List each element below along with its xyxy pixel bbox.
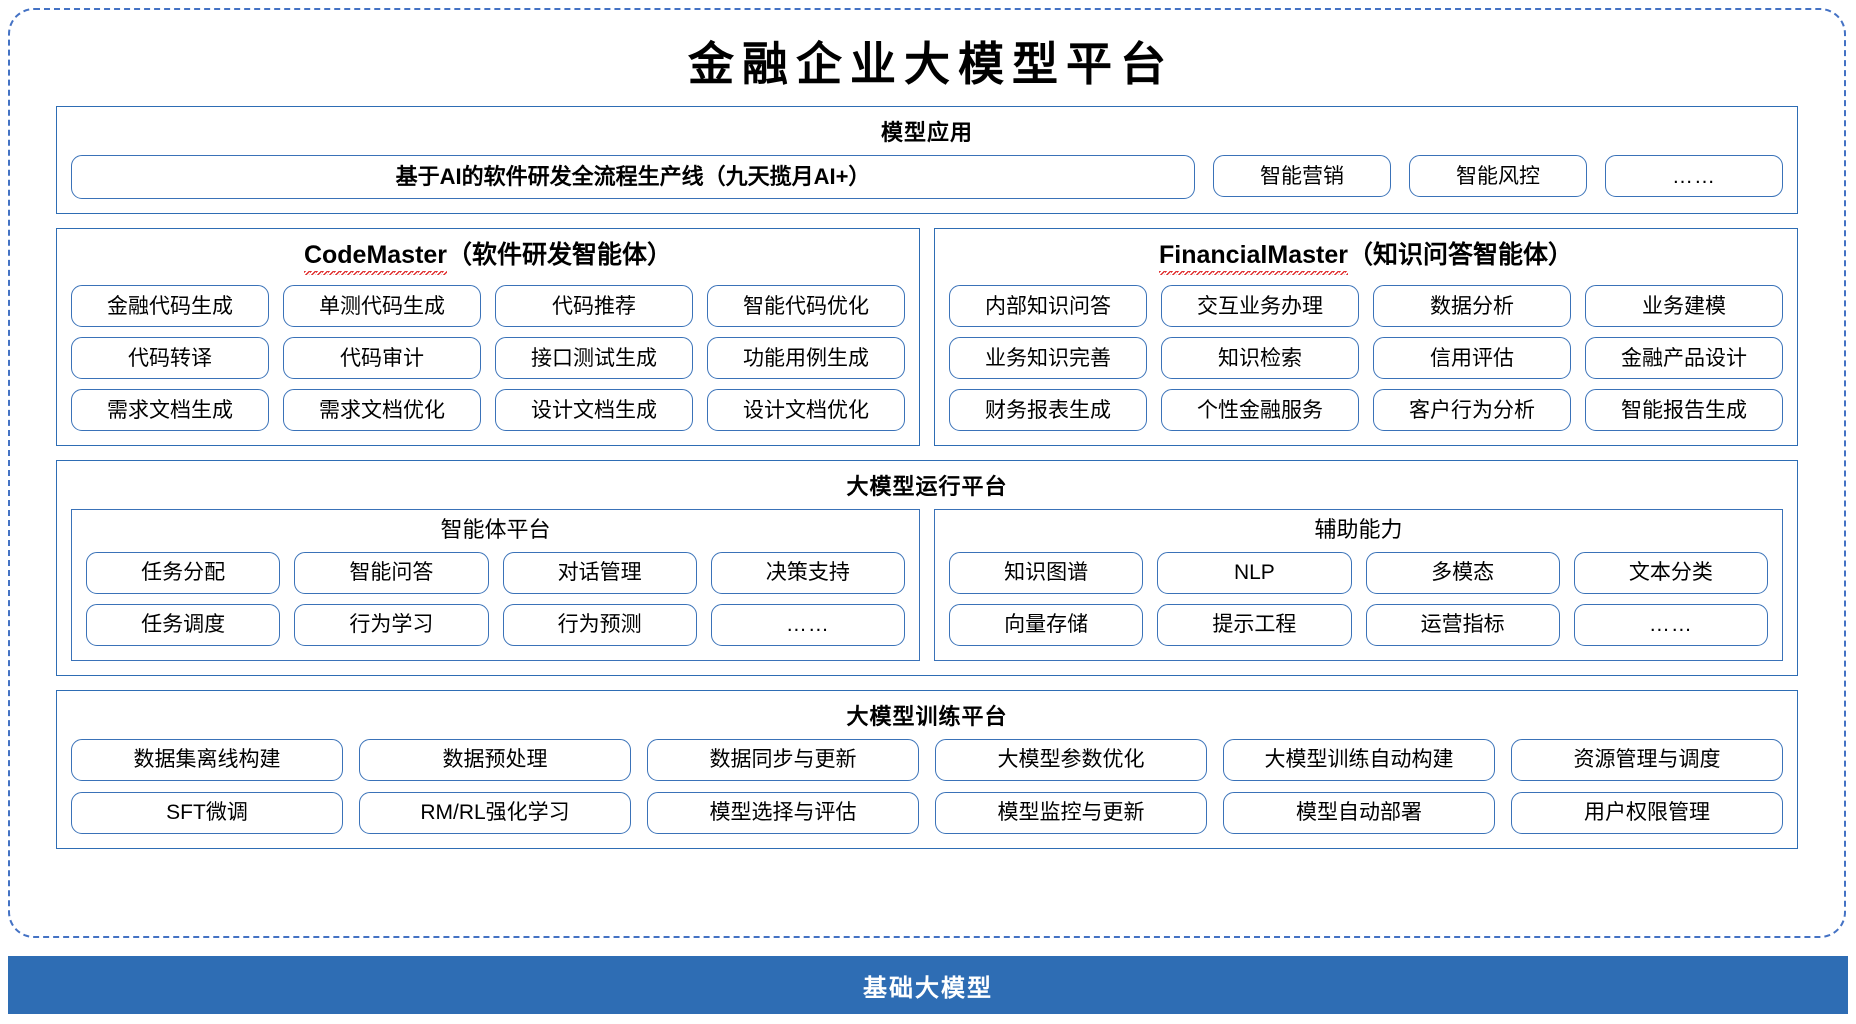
codemaster-item[interactable]: 智能代码优化 [707, 285, 905, 328]
auxiliary-item-more[interactable]: …… [1573, 603, 1768, 646]
codemaster-item[interactable]: 设计文档生成 [495, 389, 693, 432]
training-item[interactable]: 模型自动部署 [1223, 791, 1495, 834]
panel-financialmaster: FinancialMaster（知识问答智能体） 内部知识问答 交互业务办理 数… [934, 228, 1798, 447]
platform-outer-frame: 金融企业大模型平台 模型应用 基于AI的软件研发全流程生产线（九天揽月AI+） … [8, 8, 1846, 938]
financialmaster-item[interactable]: 业务建模 [1585, 285, 1783, 328]
panel-training-platform: 大模型训练平台 数据集离线构建 数据预处理 数据同步与更新 大模型参数优化 大模… [56, 689, 1798, 849]
codemaster-capability-grid: 金融代码生成 单测代码生成 代码推荐 智能代码优化 代码转译 代码审计 接口测试… [71, 285, 905, 432]
financialmaster-item[interactable]: 个性金融服务 [1161, 389, 1359, 432]
codemaster-item[interactable]: 功能用例生成 [707, 337, 905, 380]
agent-platform-grid: 任务分配 智能问答 对话管理 决策支持 任务调度 行为学习 行为预测 …… [86, 551, 905, 646]
agent-platform-item[interactable]: 智能问答 [294, 551, 489, 594]
training-item[interactable]: 模型选择与评估 [647, 791, 919, 834]
financialmaster-capability-grid: 内部知识问答 交互业务办理 数据分析 业务建模 业务知识完善 知识检索 信用评估… [949, 285, 1783, 432]
training-item[interactable]: 模型监控与更新 [935, 791, 1207, 834]
financialmaster-item[interactable]: 内部知识问答 [949, 285, 1147, 328]
subpanel-auxiliary-capability: 辅助能力 知识图谱 NLP 多模态 文本分类 向量存储 提示工程 运营指标 …… [934, 509, 1783, 661]
financialmaster-name-en: FinancialMaster [1159, 241, 1348, 276]
model-application-row: 基于AI的软件研发全流程生产线（九天揽月AI+） 智能营销 智能风控 …… [71, 155, 1783, 200]
auxiliary-item[interactable]: 知识图谱 [949, 551, 1144, 594]
codemaster-item[interactable]: 单测代码生成 [283, 285, 481, 328]
panel-codemaster: CodeMaster（软件研发智能体） 金融代码生成 单测代码生成 代码推荐 智… [56, 228, 920, 447]
codemaster-item[interactable]: 代码推荐 [495, 285, 693, 328]
financialmaster-item[interactable]: 客户行为分析 [1373, 389, 1571, 432]
page-title: 金融企业大模型平台 [688, 39, 1174, 90]
training-item[interactable]: 数据同步与更新 [647, 738, 919, 781]
auxiliary-item[interactable]: 多模态 [1365, 551, 1560, 594]
training-item[interactable]: 大模型参数优化 [935, 738, 1207, 781]
runtime-subgroups: 智能体平台 任务分配 智能问答 对话管理 决策支持 任务调度 行为学习 行为预测… [71, 509, 1783, 661]
auxiliary-capability-grid: 知识图谱 NLP 多模态 文本分类 向量存储 提示工程 运营指标 …… [949, 551, 1768, 646]
financialmaster-item[interactable]: 金融产品设计 [1585, 337, 1783, 380]
financialmaster-name-cn: （知识问答智能体） [1347, 241, 1573, 270]
training-item[interactable]: 数据集离线构建 [71, 738, 343, 781]
app-item-more[interactable]: …… [1605, 155, 1783, 198]
agent-platform-item[interactable]: 行为预测 [502, 603, 697, 646]
agent-platform-item[interactable]: 决策支持 [710, 551, 905, 594]
training-item[interactable]: 数据预处理 [359, 738, 631, 781]
training-item[interactable]: 用户权限管理 [1511, 791, 1783, 834]
panel-title-training-platform: 大模型训练平台 [846, 703, 1008, 729]
panel-title-financialmaster: FinancialMaster（知识问答智能体） [949, 241, 1783, 276]
codemaster-name-en: CodeMaster [303, 241, 448, 276]
auxiliary-item[interactable]: 运营指标 [1365, 603, 1560, 646]
financialmaster-item[interactable]: 交互业务办理 [1161, 285, 1359, 328]
training-platform-grid: 数据集离线构建 数据预处理 数据同步与更新 大模型参数优化 大模型训练自动构建 … [71, 738, 1783, 834]
codemaster-item[interactable]: 接口测试生成 [495, 337, 693, 380]
training-item[interactable]: 大模型训练自动构建 [1223, 738, 1495, 781]
codemaster-item[interactable]: 代码审计 [283, 337, 481, 380]
agent-platform-item[interactable]: 行为学习 [294, 603, 489, 646]
panel-title-runtime-platform: 大模型运行平台 [846, 474, 1008, 500]
financialmaster-item[interactable]: 业务知识完善 [949, 337, 1147, 380]
codemaster-item[interactable]: 设计文档优化 [707, 389, 905, 432]
financialmaster-item[interactable]: 信用评估 [1373, 337, 1571, 380]
agent-platform-item[interactable]: 对话管理 [502, 551, 697, 594]
auxiliary-item[interactable]: NLP [1157, 551, 1352, 594]
codemaster-item[interactable]: 需求文档优化 [283, 389, 481, 432]
panel-model-application: 模型应用 基于AI的软件研发全流程生产线（九天揽月AI+） 智能营销 智能风控 … [56, 106, 1798, 215]
base-model-bar: 基础大模型 [8, 956, 1848, 1014]
agent-platform-item[interactable]: 任务调度 [86, 603, 281, 646]
financialmaster-item[interactable]: 知识检索 [1161, 337, 1359, 380]
financialmaster-item[interactable]: 数据分析 [1373, 285, 1571, 328]
codemaster-item[interactable]: 金融代码生成 [71, 285, 269, 328]
codemaster-name-cn: （软件研发智能体） [447, 241, 673, 270]
subpanel-title-agent-platform: 智能体平台 [440, 517, 551, 543]
training-item[interactable]: RM/RL强化学习 [359, 791, 631, 834]
app-primary-production-line[interactable]: 基于AI的软件研发全流程生产线（九天揽月AI+） [71, 155, 1195, 200]
codemaster-item[interactable]: 代码转译 [71, 337, 269, 380]
financialmaster-item[interactable]: 智能报告生成 [1585, 389, 1783, 432]
training-item[interactable]: 资源管理与调度 [1511, 738, 1783, 781]
financialmaster-item[interactable]: 财务报表生成 [949, 389, 1147, 432]
base-model-label: 基础大模型 [863, 974, 993, 1002]
auxiliary-item[interactable]: 向量存储 [949, 603, 1144, 646]
agent-platform-item-more[interactable]: …… [710, 603, 905, 646]
app-item-smart-risk-control[interactable]: 智能风控 [1409, 155, 1587, 198]
auxiliary-item[interactable]: 文本分类 [1573, 551, 1768, 594]
panel-title-codemaster: CodeMaster（软件研发智能体） [71, 241, 905, 276]
agent-platform-item[interactable]: 任务分配 [86, 551, 281, 594]
subpanel-agent-platform: 智能体平台 任务分配 智能问答 对话管理 决策支持 任务调度 行为学习 行为预测… [71, 509, 920, 661]
agent-columns: CodeMaster（软件研发智能体） 金融代码生成 单测代码生成 代码推荐 智… [56, 228, 1798, 447]
auxiliary-item[interactable]: 提示工程 [1157, 603, 1352, 646]
app-item-smart-marketing[interactable]: 智能营销 [1213, 155, 1391, 198]
panel-runtime-platform: 大模型运行平台 智能体平台 任务分配 智能问答 对话管理 决策支持 任务调度 行… [56, 460, 1798, 676]
training-item[interactable]: SFT微调 [71, 791, 343, 834]
codemaster-item[interactable]: 需求文档生成 [71, 389, 269, 432]
subpanel-title-auxiliary-capability: 辅助能力 [1314, 517, 1403, 543]
panel-title-model-application: 模型应用 [880, 120, 973, 146]
